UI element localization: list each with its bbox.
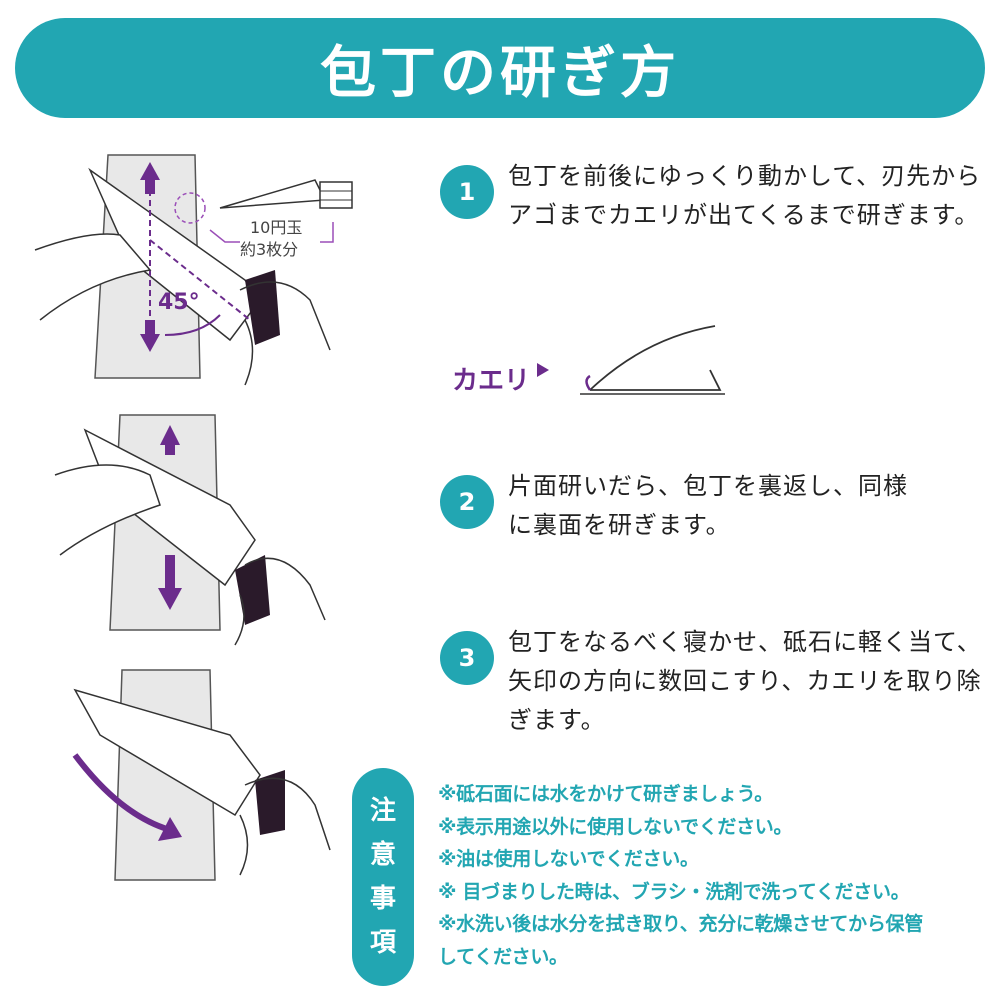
step-number-badge: 2	[440, 475, 494, 529]
step-text: 包丁をなるべく寝かせ、砥石に軽く当て、矢印の方向に数回こすり、カエリを取り除ぎま…	[508, 628, 982, 734]
note-item: してください。	[438, 945, 568, 968]
coin-label-2: 約3枚分	[240, 240, 299, 259]
notes-heading-char: 項	[369, 928, 396, 958]
kaeri-diagram	[537, 325, 725, 395]
sharpening-illustration-1	[34, 154, 353, 386]
sharpening-illustration-3	[72, 669, 331, 881]
note-item: ※水洗い後は水分を拭き取り、充分に乾燥させてから保管	[438, 913, 923, 935]
note-item: ※ 目づまりした時は、ブラシ・洗剤で洗ってください。	[438, 880, 910, 903]
kaeri-label: カエリ	[452, 366, 531, 396]
note-item: ※砥石面には水をかけて研ぎましょう。	[438, 783, 773, 805]
step-text: 包丁を前後にゆっくり動かして、刃先からアゴまでカエリが出てくるまで研ぎます。	[508, 162, 982, 229]
note-item: ※油は使用しないでください。	[438, 848, 699, 870]
note-item: ※表示用途以外に使用しないでください。	[438, 815, 793, 838]
step-number-badge: 3	[440, 631, 494, 685]
notes-heading-char: 意	[369, 840, 396, 870]
notes-list: ※砥石面には水をかけて研ぎましょう。 ※表示用途以外に使用しないでください。 ※…	[438, 778, 998, 973]
angle-label: 45°	[158, 290, 200, 315]
notes-heading-char: 注	[369, 796, 396, 826]
sharpening-illustration-2	[54, 414, 326, 646]
notes-heading-char: 事	[369, 884, 396, 914]
title-banner: 包丁の研ぎ方	[15, 18, 985, 118]
step-number-badge: 1	[440, 165, 494, 219]
page-title: 包丁の研ぎ方	[320, 40, 680, 106]
coin-label-1: 10円玉	[250, 218, 303, 237]
notes-heading: 注 意 事 項	[352, 768, 414, 986]
step-text: 片面研いだら、包丁を裏返し、同様に裏面を研ぎます。	[508, 472, 908, 539]
